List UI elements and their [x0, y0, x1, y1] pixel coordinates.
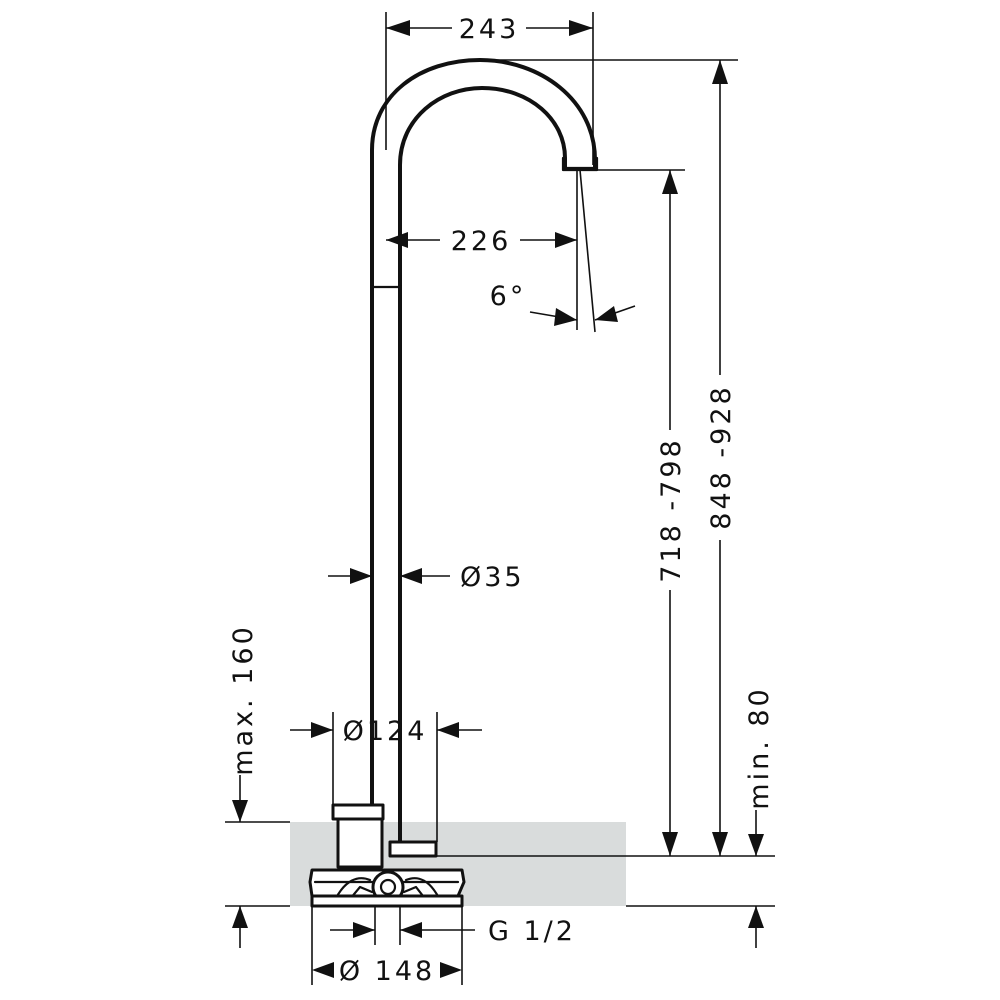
dimension-total-height: 848 -928 [480, 59, 740, 856]
dimension-base-diameter: Ø124 [290, 712, 482, 842]
dimension-max-thickness: max. 160 [225, 624, 290, 948]
dimension-top-width: 243 [385, 12, 594, 165]
dimension-pipe-diameter: Ø35 [328, 562, 525, 593]
faucet-body [308, 57, 599, 908]
label-base-diameter: Ø124 [343, 716, 428, 747]
label-min-thickness: min. 80 [744, 686, 775, 809]
dimension-connection: G 1/2 [330, 906, 576, 947]
dimension-spout-height: 718 -798 [597, 169, 690, 856]
label-top-width: 243 [459, 14, 520, 45]
dimension-spout-reach: 226 [386, 226, 577, 257]
label-max-thickness: max. 160 [228, 624, 259, 776]
label-connection: G 1/2 [488, 916, 576, 947]
dimension-flange-diameter: Ø 148 [311, 906, 463, 987]
label-pipe-diameter: Ø35 [460, 562, 525, 593]
label-spout-reach: 226 [451, 226, 512, 257]
label-angle: 6° [490, 281, 527, 312]
dimension-angle: 6° [490, 281, 636, 326]
label-total-height: 848 -928 [706, 384, 737, 529]
label-flange-diameter: Ø 148 [339, 956, 435, 987]
label-spout-height: 718 -798 [656, 437, 687, 582]
dimension-min-thickness: min. 80 [626, 686, 775, 948]
